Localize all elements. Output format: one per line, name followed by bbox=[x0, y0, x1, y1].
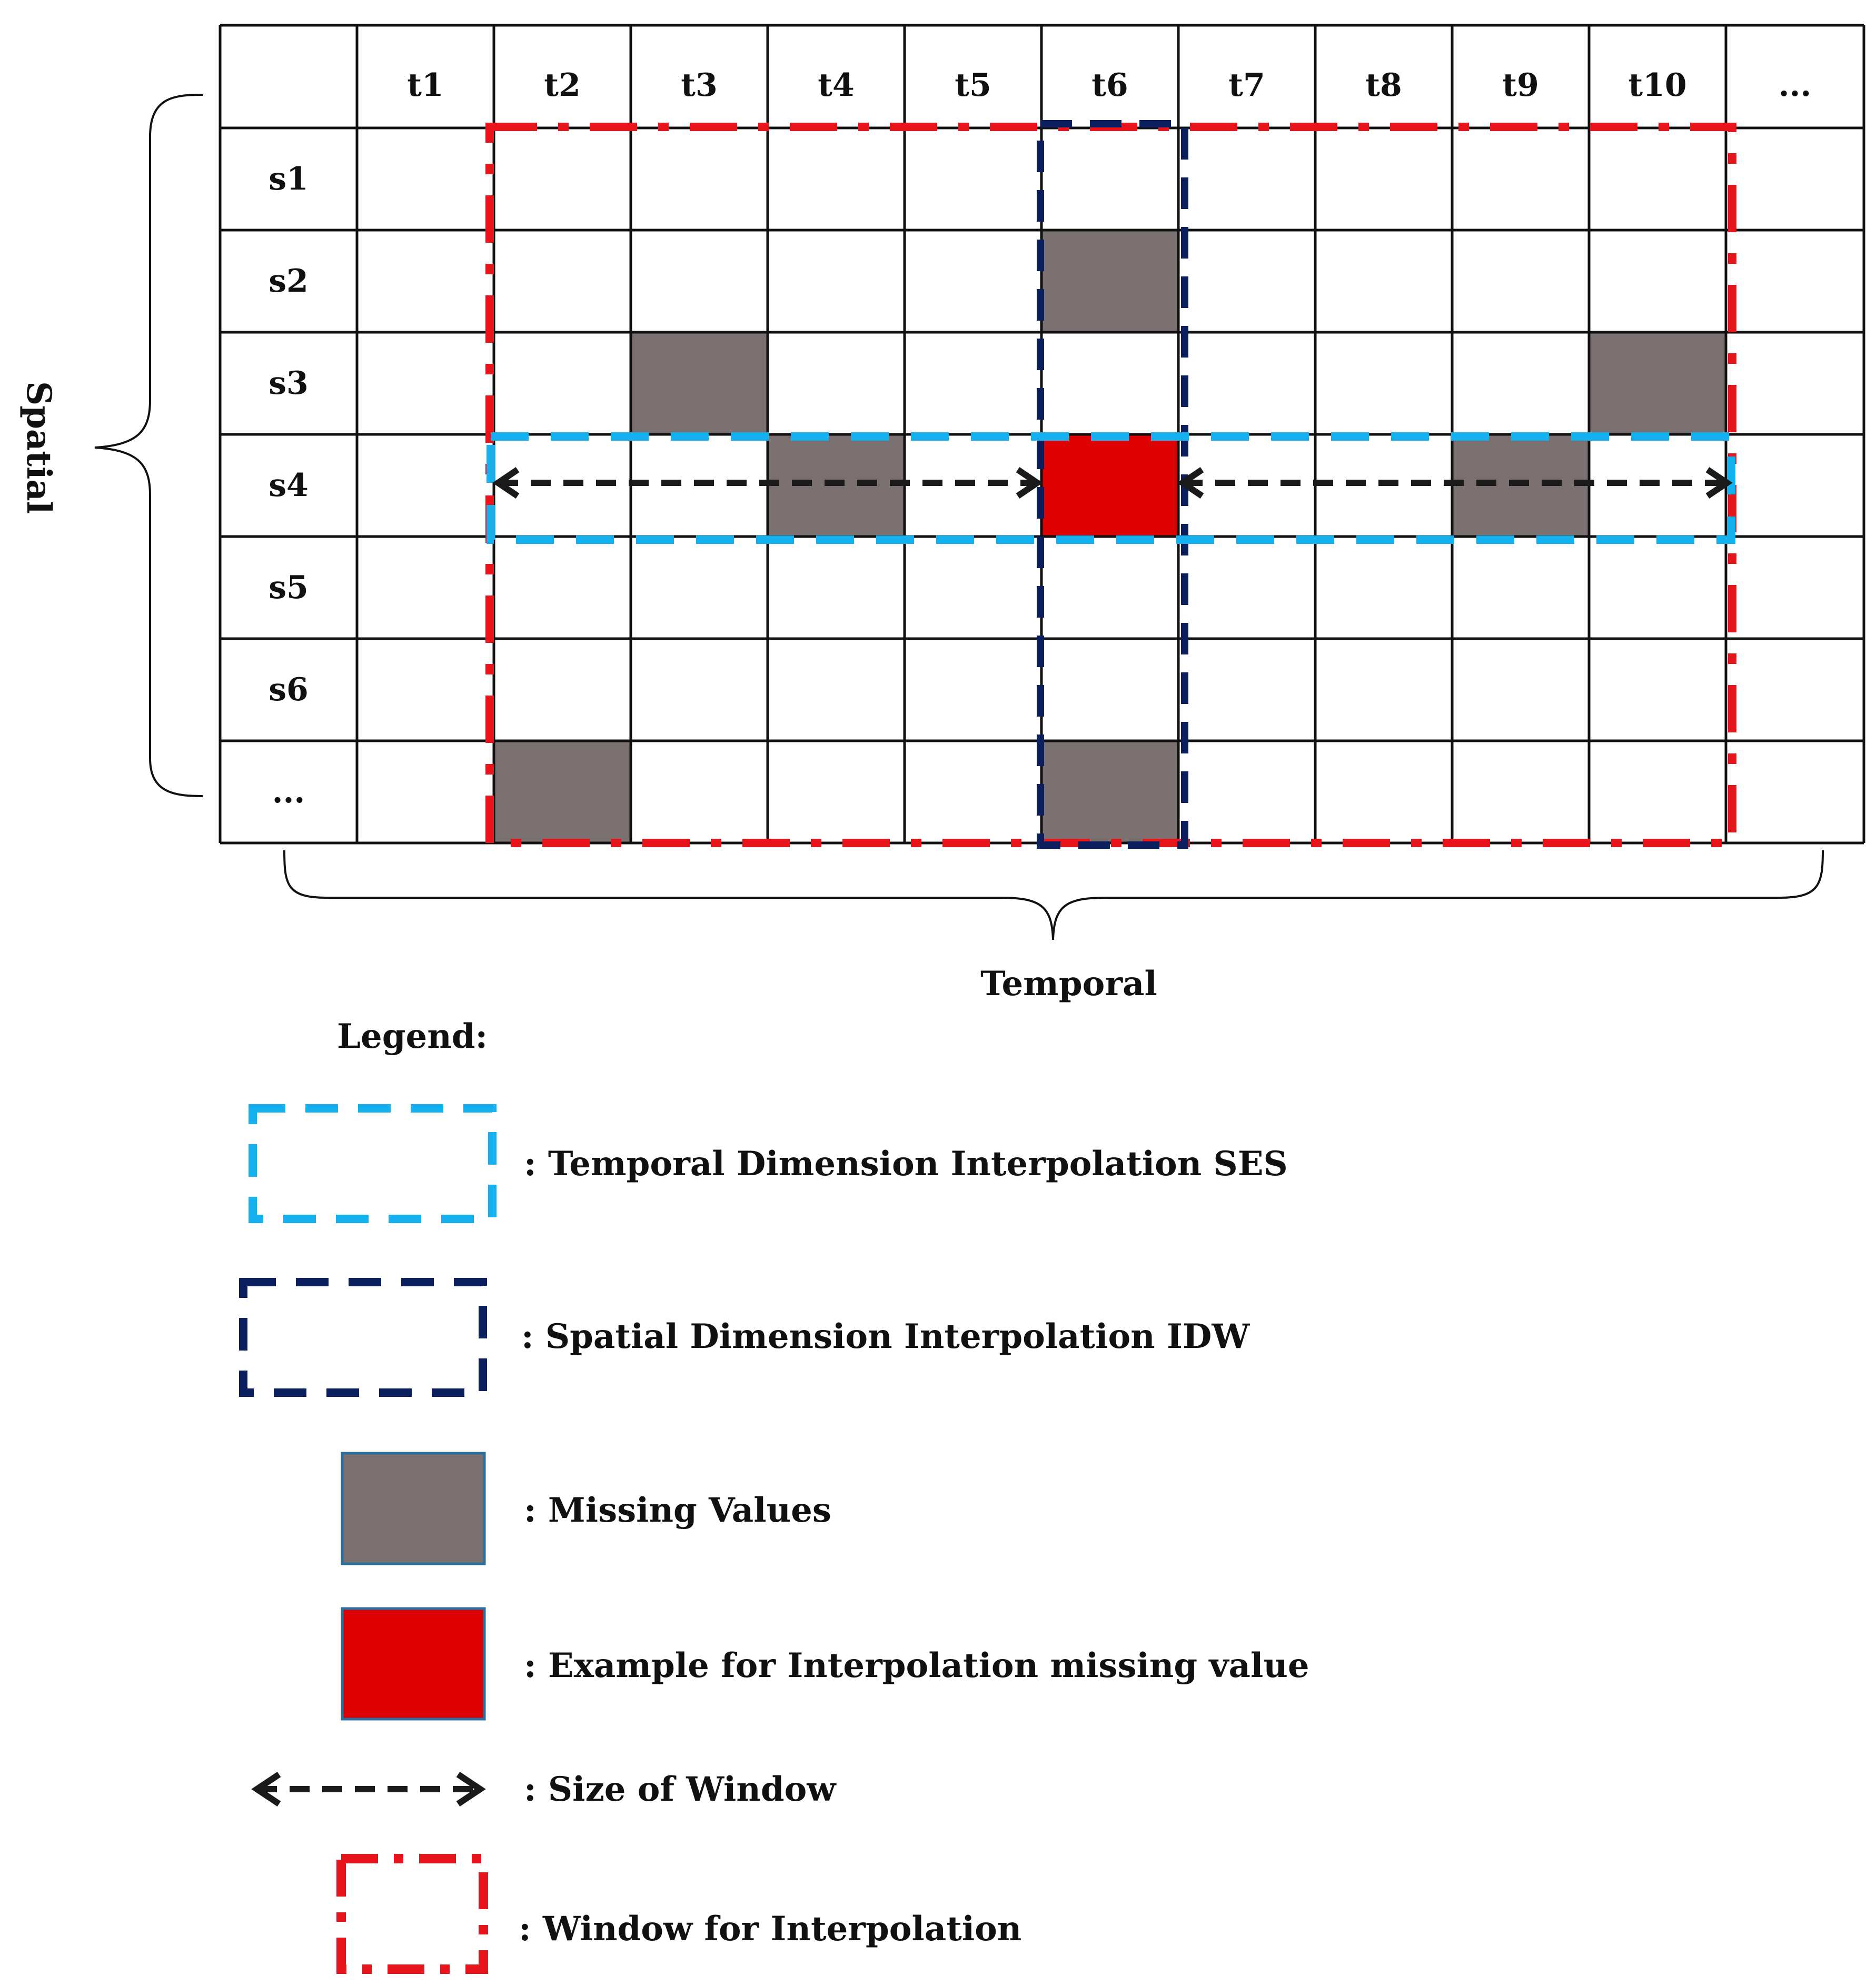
row-header-4: s5 bbox=[269, 569, 309, 606]
column-header-5: t5 bbox=[955, 67, 991, 104]
legend-example-label: : Example for Interpolation missing valu… bbox=[524, 1646, 1309, 1685]
legend-title: Legend: bbox=[337, 1017, 488, 1056]
missing-cell-s3-t3 bbox=[631, 332, 768, 434]
legend-missing-swatch bbox=[341, 1452, 486, 1565]
column-header-6: t6 bbox=[1091, 67, 1128, 104]
spatiotemporal-grid: t1 t2 t3 t4 t5 t6 t7 t8 t9 t10... s1 s2 s3 s4 s5 s6... bbox=[219, 24, 1865, 849]
column-header-11: ... bbox=[1779, 67, 1812, 104]
row-header-3: s4 bbox=[269, 467, 309, 504]
column-header-9: t9 bbox=[1502, 67, 1538, 104]
legend-temporal-label: : Temporal Dimension Interpolation SES bbox=[524, 1144, 1288, 1184]
column-header-7: t7 bbox=[1228, 67, 1265, 104]
spatial-brace bbox=[94, 94, 203, 797]
legend-window-label: : Window for Interpolation bbox=[519, 1909, 1021, 1949]
window-overlays bbox=[485, 120, 1736, 849]
temporal-label: Temporal bbox=[980, 964, 1157, 1004]
column-header-1: t1 bbox=[407, 67, 443, 104]
column-headers: t1 t2 t3 t4 t5 t6 t7 t8 t9 t10... bbox=[407, 67, 1811, 104]
column-header-8: t8 bbox=[1365, 67, 1402, 104]
row-header-6: ... bbox=[272, 773, 305, 810]
missing-cell-s2-t6 bbox=[1041, 230, 1178, 332]
window-size-arrow-left bbox=[492, 467, 1043, 499]
column-header-3: t3 bbox=[681, 67, 717, 104]
legend: Legend: : Temporal Dimension Interpolati… bbox=[239, 1017, 1309, 1974]
legend-example-swatch bbox=[341, 1607, 486, 1721]
legend-temporal-window-swatch bbox=[249, 1104, 497, 1223]
row-headers: s1 s2 s3 s4 s5 s6... bbox=[269, 161, 309, 810]
missing-cell-...-t2 bbox=[494, 741, 631, 843]
row-header-2: s3 bbox=[269, 365, 309, 402]
missing-cell-...-t6 bbox=[1041, 741, 1178, 843]
temporal-window bbox=[487, 432, 1735, 544]
column-header-2: t2 bbox=[544, 67, 580, 104]
window-size-arrow-right bbox=[1177, 467, 1733, 499]
legend-missing-label: : Missing Values bbox=[524, 1491, 831, 1530]
legend-spatial-label: : Spatial Dimension Interpolation IDW bbox=[521, 1317, 1250, 1356]
legend-interp-window-swatch bbox=[336, 1854, 488, 1974]
legend-size-arrow bbox=[251, 1772, 486, 1807]
legend-size-label: : Size of Window bbox=[524, 1770, 837, 1809]
row-header-0: s1 bbox=[269, 161, 309, 197]
column-header-10: t10 bbox=[1628, 67, 1686, 104]
example-cell bbox=[1041, 434, 1178, 537]
column-header-4: t4 bbox=[818, 67, 854, 104]
legend-spatial-window-swatch bbox=[239, 1278, 487, 1397]
row-header-5: s6 bbox=[269, 671, 309, 708]
spatial-label: Spatial bbox=[19, 381, 58, 514]
missing-cell-s3-t10 bbox=[1589, 332, 1726, 434]
row-header-1: s2 bbox=[269, 263, 309, 300]
temporal-brace bbox=[283, 850, 1824, 940]
